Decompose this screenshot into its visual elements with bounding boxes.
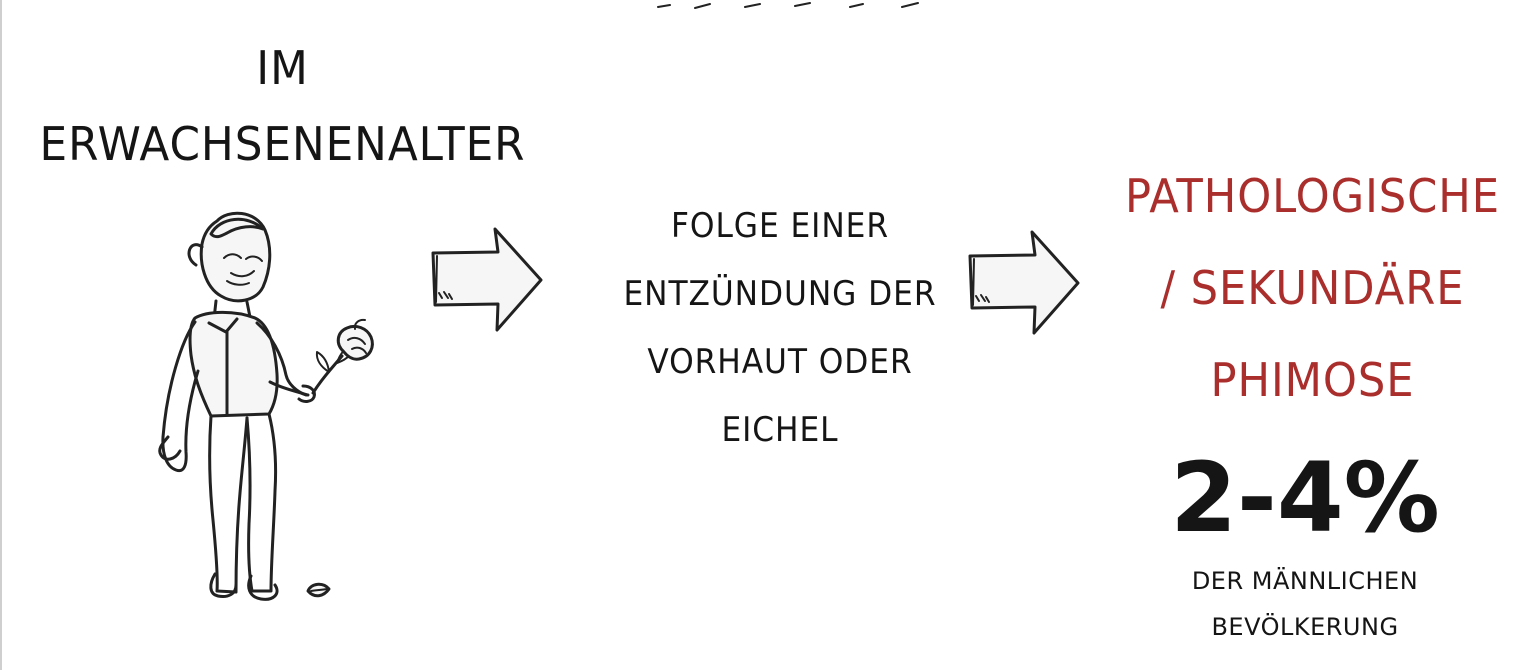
left-frame-border <box>0 0 2 670</box>
cause-description: FOLGE EINER ENTZÜNDUNG DER VORHAUT ODER … <box>585 192 975 464</box>
life-stage-line-2: ERWACHSENENALTER <box>39 117 526 171</box>
cause-line-2: ENTZÜNDUNG DER <box>623 274 937 314</box>
population-description: DER MÄNNLICHEN BEVÖLKERUNG <box>1100 558 1510 650</box>
cause-line-4: EICHEL <box>721 410 839 450</box>
right-arrow-icon <box>968 230 1080 335</box>
cause-line-3: VORHAUT ODER <box>647 342 913 382</box>
fallen-petal-icon <box>306 582 331 598</box>
right-arrow-icon <box>431 227 543 332</box>
population-line-1: DER MÄNNLICHEN <box>1191 567 1419 595</box>
life-stage-heading: IM ERWACHSENENALTER <box>10 30 555 182</box>
sad-man-with-flower-illustration <box>158 211 374 601</box>
cause-line-1: FOLGE EINER <box>670 206 889 246</box>
diagnosis-line-2: / SEKUNDÄRE <box>1160 261 1465 315</box>
prevalence-percentage: 2-4% <box>1170 442 1440 554</box>
diagnosis-title: PATHOLOGISCHE / SEKUNDÄRE PHIMOSE <box>1085 150 1536 426</box>
population-line-2: BEVÖLKERUNG <box>1211 613 1399 641</box>
top-edge-scribble <box>657 2 919 9</box>
diagnosis-line-1: PATHOLOGISCHE <box>1124 169 1501 223</box>
diagnosis-line-3: PHIMOSE <box>1210 353 1415 407</box>
life-stage-line-1: IM <box>256 41 309 95</box>
